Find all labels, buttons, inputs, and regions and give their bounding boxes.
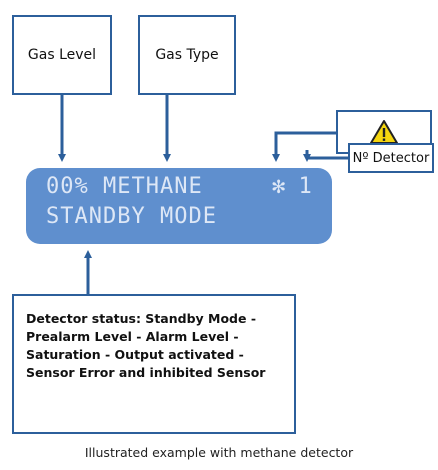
- gas-level-label: Gas Level: [27, 47, 97, 63]
- detector-number-label: Nº Detector: [352, 150, 430, 166]
- warning-arrow: [272, 131, 336, 162]
- detector-status-callout: Detector status: Standby Mode - Prealarm…: [12, 294, 296, 434]
- lcd-gas-reading: 00% METHANE: [46, 174, 203, 199]
- detector-status-text: Detector status: Standby Mode - Prealarm…: [26, 311, 266, 380]
- gas-type-label: Gas Type: [155, 47, 219, 63]
- gas-type-callout: Gas Type: [138, 15, 236, 95]
- lcd-status-symbol: ✻: [272, 174, 286, 199]
- lcd-detector-indicator: ✻ 1: [272, 174, 312, 199]
- lcd-detector-number: 1: [298, 174, 312, 199]
- figure-caption: Illustrated example with methane detecto…: [84, 445, 354, 460]
- lcd-mode: STANDBY MODE: [46, 204, 217, 229]
- lcd-display: 00% METHANE ✻ 1 STANDBY MODE: [26, 168, 332, 244]
- detector-number-callout: Nº Detector: [348, 143, 434, 173]
- warning-triangle-icon: [370, 120, 398, 144]
- gas-level-callout: Gas Level: [12, 15, 112, 95]
- detector-arrow: [305, 156, 348, 160]
